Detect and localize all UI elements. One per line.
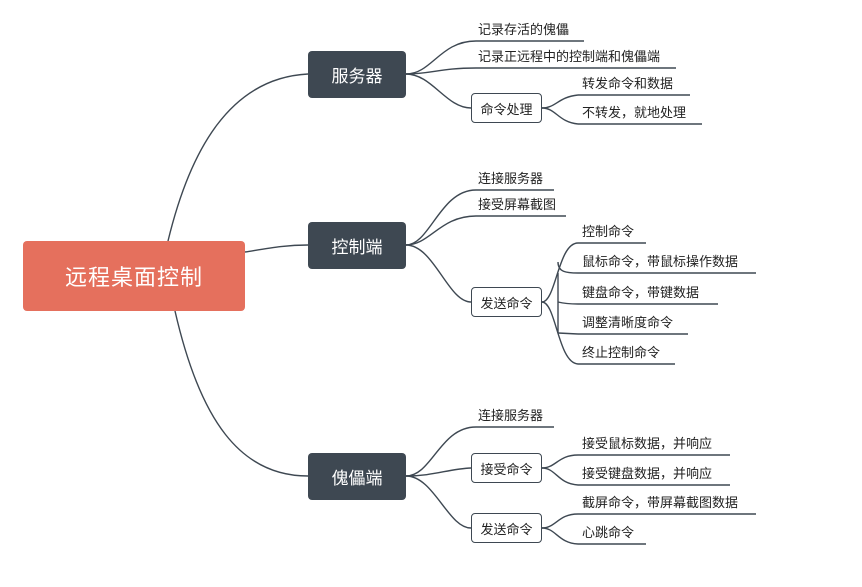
leaf-local-handling[interactable]: 不转发，就地处理 [582,106,687,121]
leaf-receive-keyboard-data[interactable]: 接受键盘数据，并响应 [582,467,713,482]
leaf-screenshot-command[interactable]: 截屏命令，带屏幕截图数据 [582,496,739,511]
leaf-terminate-command[interactable]: 终止控制命令 [582,346,661,361]
leaf-mouse-command[interactable]: 鼠标命令，带鼠标操作数据 [582,255,739,270]
leaf-keyboard-command[interactable]: 键盘命令，带键数据 [582,286,700,301]
subtopic-puppet-send-command[interactable]: 发送命令 [471,513,542,543]
leaf-controller-connect[interactable]: 连接服务器 [478,172,544,187]
leaf-control-command[interactable]: 控制命令 [582,225,635,240]
branch-puppet[interactable]: 傀儡端 [308,453,406,500]
leaf-forward-command[interactable]: 转发命令和数据 [582,77,674,92]
subtopic-command-handling[interactable]: 命令处理 [471,93,542,123]
branch-server[interactable]: 服务器 [308,51,406,98]
branch-controller[interactable]: 控制端 [308,222,406,269]
leaf-server-record-alive[interactable]: 记录存活的傀儡 [478,23,570,38]
subtopic-puppet-receive-command[interactable]: 接受命令 [471,453,542,483]
leaf-controller-receive-screenshot[interactable]: 接受屏幕截图 [478,198,557,213]
leaf-puppet-connect[interactable]: 连接服务器 [478,409,544,424]
leaf-heartbeat-command[interactable]: 心跳命令 [582,526,635,541]
leaf-quality-command[interactable]: 调整清晰度命令 [582,316,674,331]
leaf-receive-mouse-data[interactable]: 接受鼠标数据，并响应 [582,437,713,452]
root-topic[interactable]: 远程桌面控制 [23,241,245,311]
leaf-server-record-sessions[interactable]: 记录正远程中的控制端和傀儡端 [478,50,661,65]
subtopic-controller-send-command[interactable]: 发送命令 [471,287,542,317]
